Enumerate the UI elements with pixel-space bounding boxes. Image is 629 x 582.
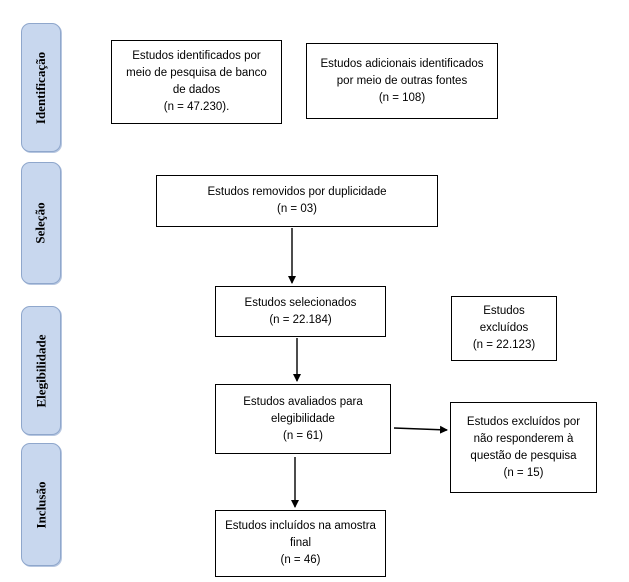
excluded-question-line-3: questão de pesquisa <box>470 449 577 462</box>
other-sources-line-2: por meio de outras fontes <box>336 74 468 87</box>
included-line-2: final <box>289 537 312 549</box>
phase-selecao: Seleção <box>21 162 61 284</box>
selected-line-2: (n = 22.184) <box>269 313 332 326</box>
box-selected: Estudos selecionados (n = 22.184) <box>215 286 386 337</box>
box-other-sources: Estudos adicionais identificados por mei… <box>306 43 498 119</box>
box-excluded-question: Estudos excluídos por não responderem à … <box>450 402 597 493</box>
other-sources-line-1: Estudos adicionais identificados <box>320 57 484 70</box>
excluded-line-2: excluídos <box>479 322 529 334</box>
excluded-line-1: Estudos <box>483 305 525 317</box>
excluded-question-line-1: Estudos excluídos por <box>466 415 581 428</box>
box-eligibility: Estudos avaliados para elegibilidade (n … <box>215 384 391 454</box>
db-search-line-2: meio de pesquisa de banco <box>126 67 267 79</box>
eligibility-line-1: Estudos avaliados para <box>243 395 363 408</box>
db-search-line-3: de dados <box>172 84 221 96</box>
included-line-3: (n = 46) <box>280 554 321 566</box>
phase-identificacao: Identificação <box>21 23 61 152</box>
excluded-question-line-4: (n = 15) <box>503 466 544 479</box>
box-duplicates: Estudos removidos por duplicidade (n = 0… <box>156 175 438 227</box>
excluded-line-3: (n = 22.123) <box>472 339 536 351</box>
phase-inclusao: Inclusão <box>21 443 61 566</box>
box-excluded: Estudos excluídos (n = 22.123) <box>451 296 557 361</box>
selected-line-1: Estudos selecionados <box>244 296 357 309</box>
eligibility-line-3: (n = 61) <box>283 429 323 442</box>
box-included: Estudos incluídos na amostra final (n = … <box>215 510 386 577</box>
arrow-eligibility-to-excluded-question <box>393 425 448 434</box>
duplicates-line-1: Estudos removidos por duplicidade <box>207 186 387 198</box>
db-search-line-4: (n = 47.230). <box>163 101 230 113</box>
box-database-search: Estudos identificados por meio de pesqui… <box>111 40 282 124</box>
included-line-1: Estudos incluídos na amostra <box>225 520 376 532</box>
other-sources-line-3: (n = 108) <box>378 91 426 104</box>
duplicates-line-2: (n = 03) <box>277 203 317 215</box>
eligibility-line-2: elegibilidade <box>271 412 335 425</box>
db-search-line-1: Estudos identificados por <box>132 50 261 62</box>
excluded-question-line-2: não responderem à <box>473 432 574 445</box>
phase-elegibilidade: Elegibilidade <box>21 306 61 435</box>
